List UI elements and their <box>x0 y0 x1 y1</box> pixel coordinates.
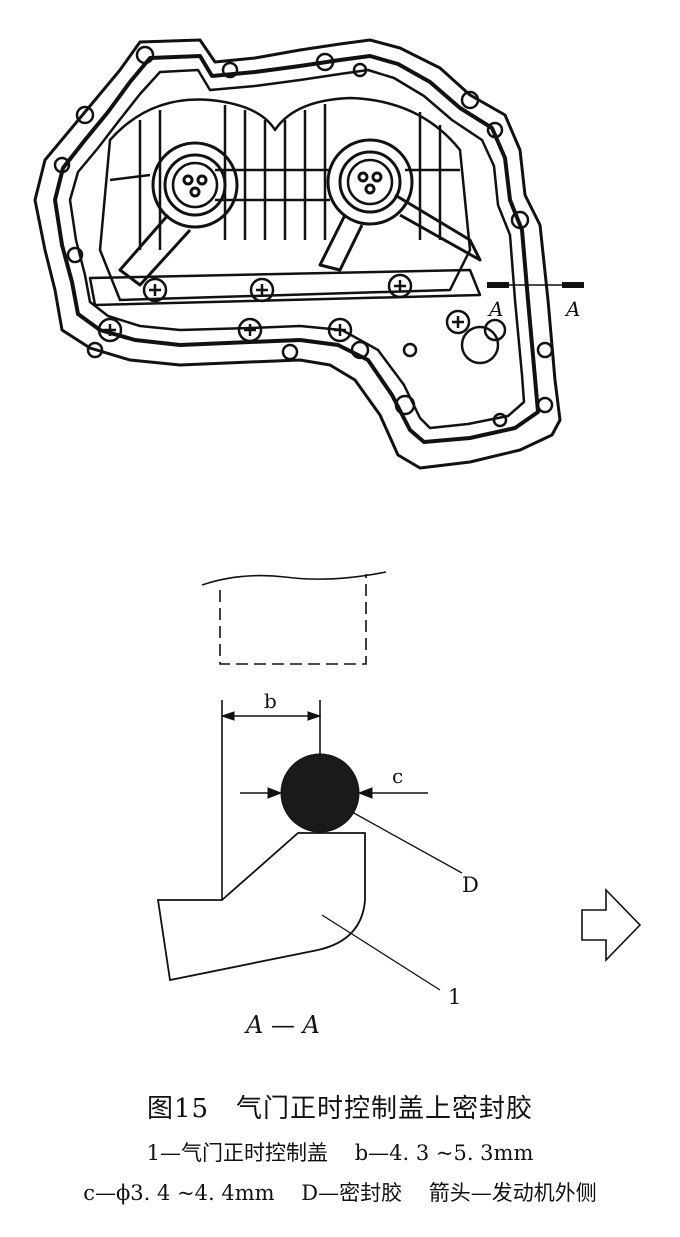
figure-caption: 图15 气门正时控制盖上密封胶 1—气门正时控制盖 b—4. 3 ~5. 3mm… <box>0 1088 680 1217</box>
leader-line-D <box>351 811 463 874</box>
cover-part-profile <box>156 832 366 982</box>
section-title: A — A <box>244 1011 320 1039</box>
legend-line-1: 1—气门正时控制盖 b—4. 3 ~5. 3mm <box>0 1137 680 1167</box>
leader-line-1 <box>321 914 441 991</box>
legend-item-D: D—密封胶 <box>301 1181 403 1205</box>
mating-part-break-line <box>201 571 387 586</box>
cross-section <box>156 571 642 991</box>
cross-section-labels: b c D 1 A — A <box>244 689 479 1039</box>
ribbed-panel <box>98 96 472 302</box>
timing-cover-drawing <box>33 38 562 470</box>
legend-item-c: c—ϕ3. 4 ~4. 4mm <box>83 1181 275 1205</box>
label-D: D <box>462 873 479 897</box>
legend-line-2: c—ϕ3. 4 ~4. 4mm D—密封胶 箭头—发动机外侧 <box>0 1177 680 1207</box>
section-marker: A A <box>487 282 584 321</box>
section-marker-right-label: A <box>564 297 580 321</box>
gasket-channel-outer <box>53 54 540 444</box>
caption-title: 图15 气门正时控制盖上密封胶 <box>146 1094 534 1124</box>
ribs <box>109 104 460 250</box>
cover-outer-outline <box>33 38 562 470</box>
bolts <box>97 273 471 343</box>
label-b: b <box>264 689 277 713</box>
bolt-rail <box>88 268 482 307</box>
legend-item-arrow: 箭头—发动机外侧 <box>428 1181 597 1205</box>
right-camshaft-hub <box>318 138 482 272</box>
engine-outside-arrow <box>581 888 642 962</box>
gasket-channel-inner <box>68 68 526 430</box>
mating-part-dashed <box>219 574 367 665</box>
legend-item-cover: 1—气门正时控制盖 <box>146 1141 328 1165</box>
sealant-bead <box>280 753 360 833</box>
mounting-holes <box>53 45 554 428</box>
legend-item-b: b—4. 3 ~5. 3mm <box>354 1141 534 1165</box>
label-1: 1 <box>448 985 461 1009</box>
label-c: c <box>392 764 403 788</box>
section-marker-left-label: A <box>487 297 503 321</box>
left-camshaft-hub <box>118 141 239 287</box>
